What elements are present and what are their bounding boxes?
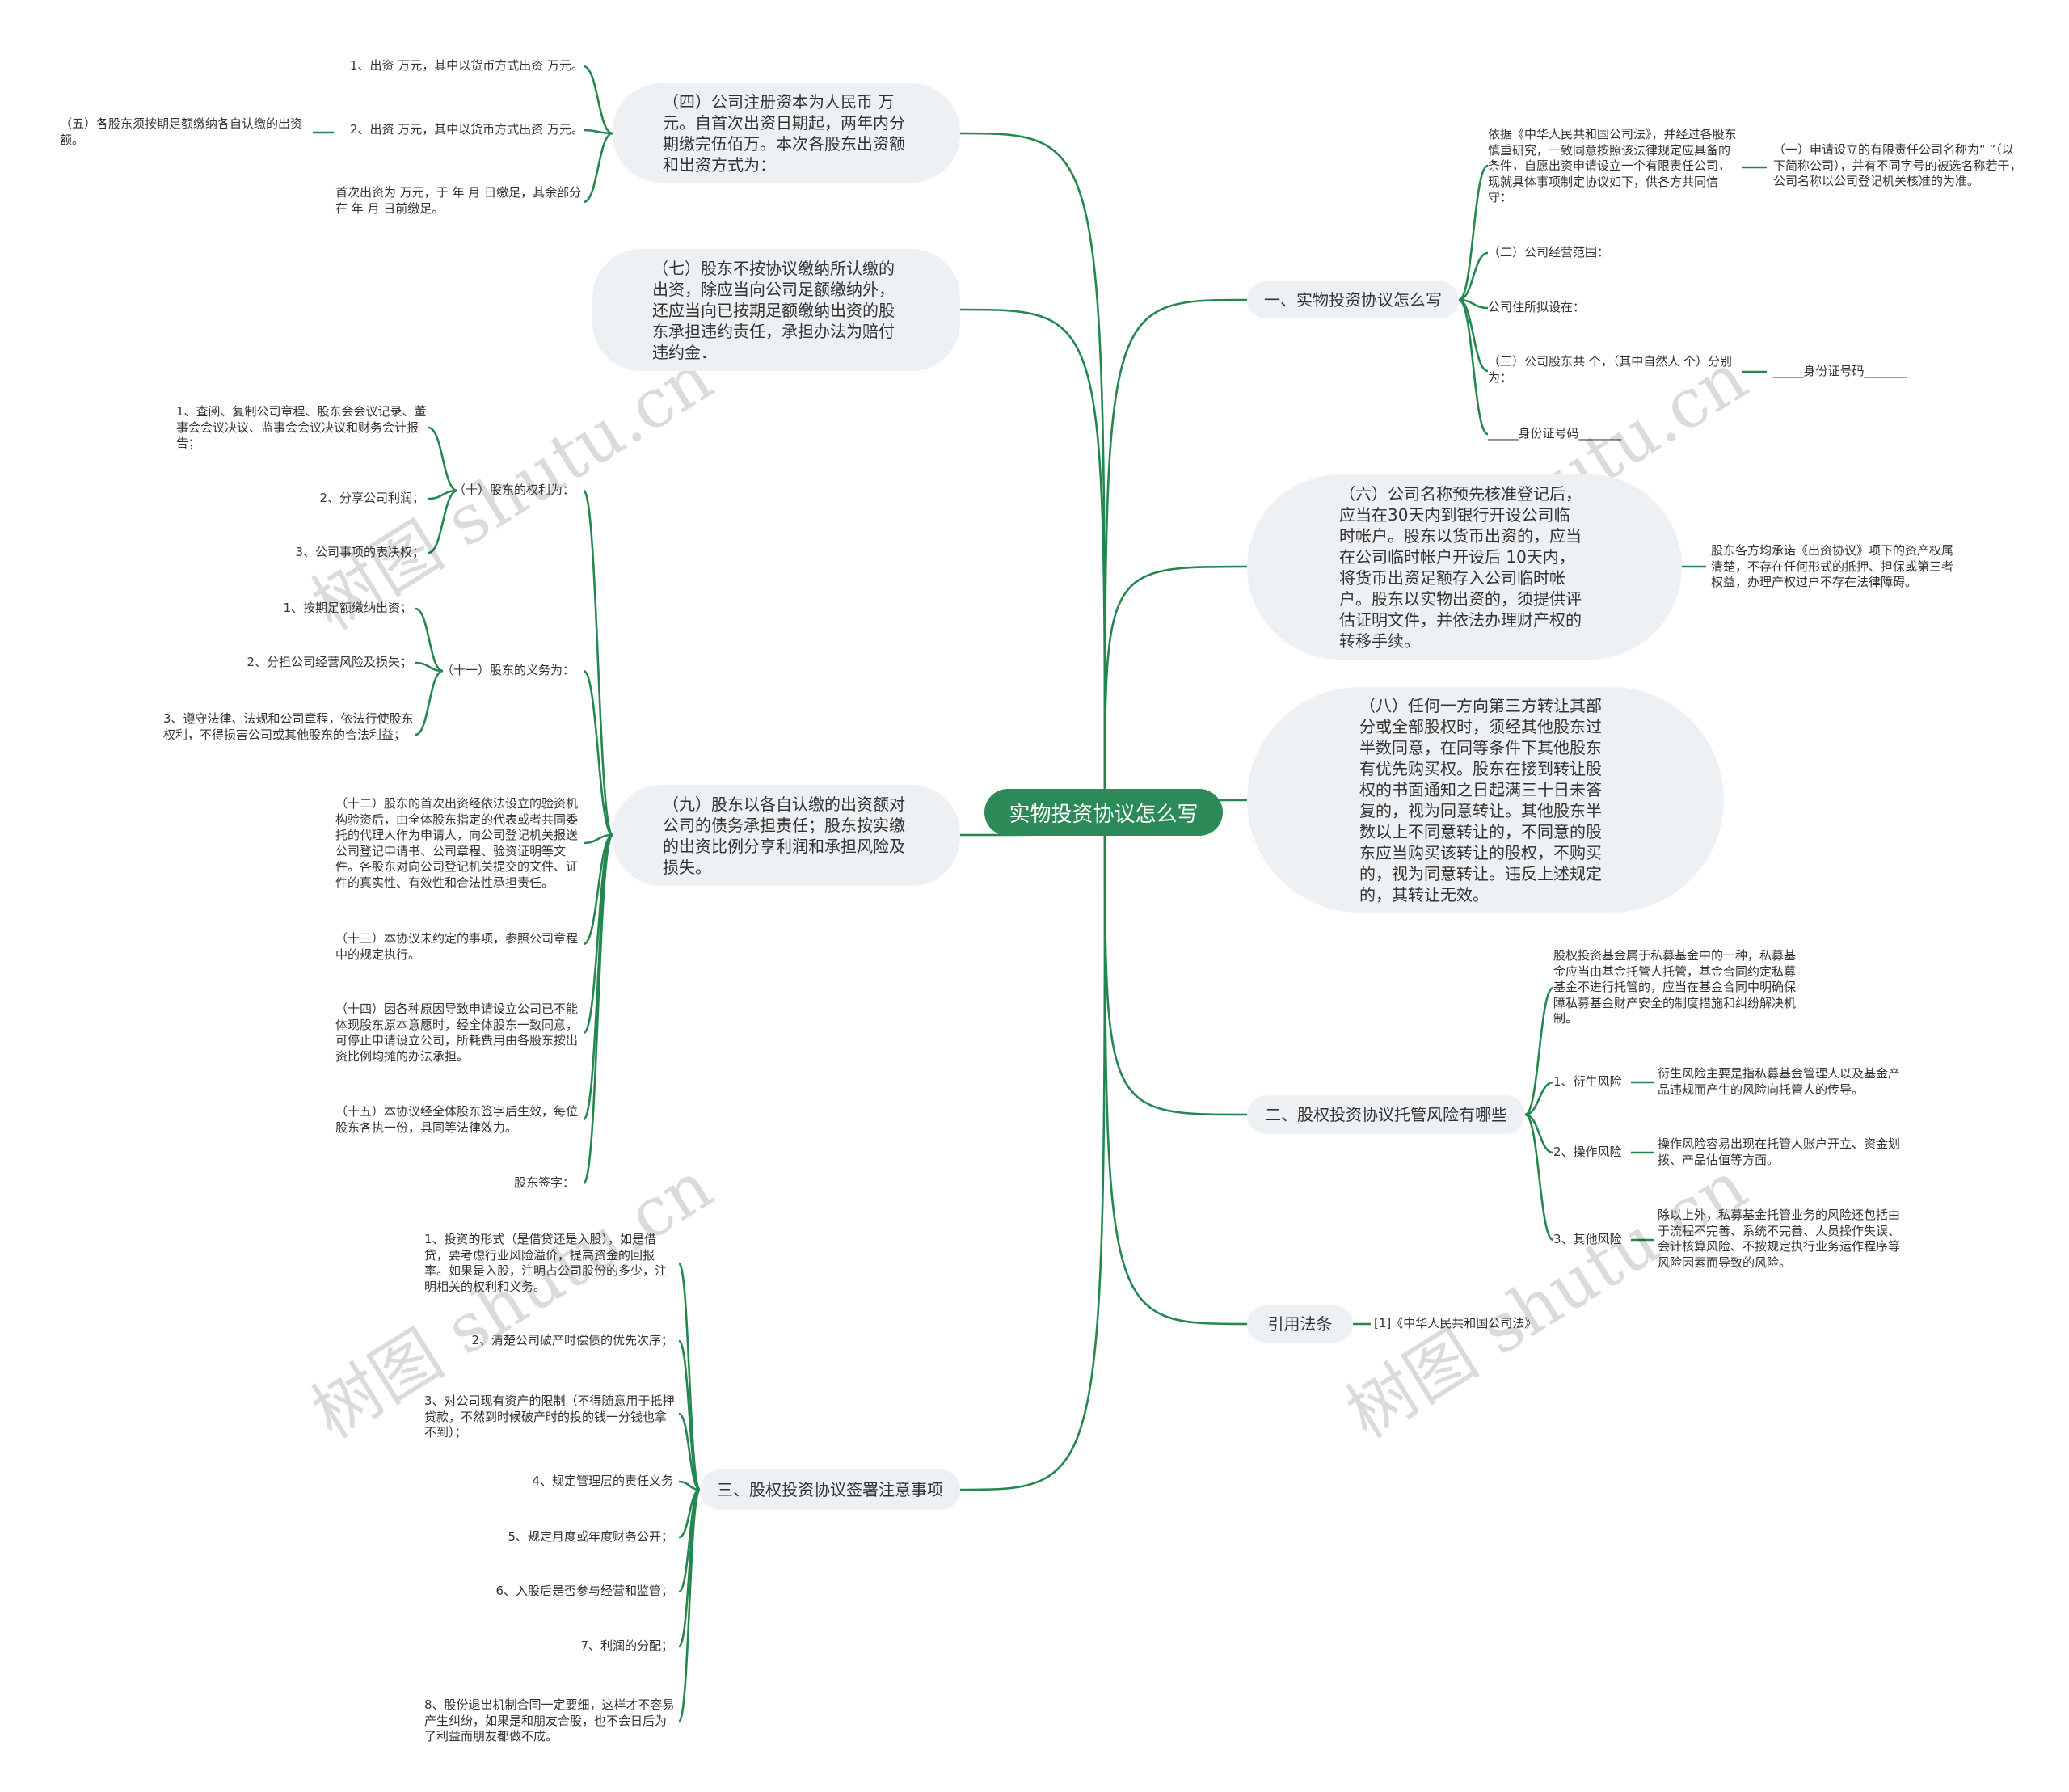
leaf-company-law[interactable]: [1]《中华人民共和国公司法》 (1374, 1316, 1537, 1330)
node-label: 一、实物投资协议怎么写 (1264, 290, 1442, 310)
leaf-note-3[interactable]: 3、对公司现有资产的限制（不得随意用于抵押贷款，不然到时候破产时的投的钱一分钱也… (424, 1394, 675, 1440)
connector (428, 489, 458, 554)
leaf-note-1[interactable]: 1、投资的形式（是借贷还是入股），如是借贷，要考虑行业风险溢价，提高资金的回报率… (424, 1232, 668, 1294)
node-label: （八）任何一方向第三方转让其部分或全部股权时，须经其他股东过半数同意，在同等条件… (1359, 695, 1602, 904)
node-custody-risks[interactable]: 二、股权投资协议托管风险有哪些 (1247, 1095, 1525, 1134)
connector (678, 1412, 701, 1491)
leaf-address[interactable]: 公司住所拟设在： (1488, 300, 1586, 314)
leaf-clause-13[interactable]: （十三）本协议未约定的事项，参照公司章程中的规定执行。 (335, 931, 579, 962)
root-node[interactable]: 实物投资协议怎么写 (984, 789, 1223, 836)
connector (1524, 986, 1554, 1116)
leaf-risk-derivative-desc[interactable]: 衍生风险主要是指私募基金管理人以及基金产品违规而产生的风险向托管人的传导。 (1658, 1066, 1901, 1097)
connector (428, 426, 458, 492)
connector (677, 1339, 702, 1491)
node-label: 三、股权投资协议签署注意事项 (717, 1480, 943, 1499)
connector (415, 661, 444, 673)
node-clause-9[interactable]: （九）股东以各自认缴的出资额对公司的债务承担责任；股东按实缴的出资比例分享利润和… (613, 785, 960, 886)
leaf-clause-12[interactable]: （十二）股东的首次出资经依法设立的验资机构验资后，由全体股东指定的代表或者共同委… (335, 796, 579, 890)
leaf-note-2[interactable]: 2、清楚公司破产时偿债的优先次序； (471, 1333, 673, 1347)
leaf-capital-2[interactable]: 2、出资 万元，其中以货币方式出资 万元。 (349, 122, 584, 137)
connector (1103, 565, 1248, 813)
connector (1103, 812, 1248, 1116)
connector (959, 812, 1106, 1491)
node-label: （七）股东不按协议缴纳所认缴的出资，除应当向公司足额缴纳外，还应当向已按期足额缴… (652, 258, 895, 362)
connector (582, 833, 614, 1121)
connector (582, 489, 614, 837)
connector (1524, 1081, 1554, 1116)
leaf-note-7[interactable]: 7、利润的分配； (580, 1638, 673, 1653)
leaf-clause-15[interactable]: （十五）本协议经全体股东签字后生效，每位股东各执一份，具同等法律效力。 (335, 1104, 579, 1135)
node-signing-notes[interactable]: 三、股权投资协议签署注意事项 (700, 1469, 960, 1510)
leaf-basis[interactable]: 依据《中华人民共和国公司法》，并经过各股东慎重研究，一致同意按照该法律规定应具备… (1488, 127, 1737, 204)
leaf-right-3[interactable]: 3、公司事项的表决权； (295, 545, 424, 559)
leaf-risk-operation-desc[interactable]: 操作风险容易出现在托管人账户开立、资金划拨、产品估值等方面。 (1658, 1136, 1901, 1167)
connector (1458, 164, 1489, 301)
connector (583, 65, 613, 135)
leaf-clause-5[interactable]: （五）各股东须按期足额缴纳各自认缴的出资额。 (60, 116, 303, 147)
connector (1458, 251, 1489, 301)
leaf-business-scope[interactable]: （二）公司经营范围： (1488, 245, 1610, 259)
leaf-capital-1[interactable]: 1、出资 万元，其中以货币方式出资 万元。 (349, 58, 584, 73)
leaf-signature[interactable]: 股东签字： (513, 1175, 575, 1190)
leaf-clause-14[interactable]: （十四）因各种原因导致申请设立公司已不能体现股东原本意愿时，经全体股东一致同意，… (335, 1001, 579, 1064)
connector (583, 669, 613, 837)
leaf-duty-2[interactable]: 2、分担公司经营风险及损失； (247, 655, 412, 669)
leaf-shareholders[interactable]: （三）公司股东共 个，（其中自然人 个）分别为： (1488, 354, 1733, 385)
connector (959, 132, 1106, 813)
leaf-company-name[interactable]: （一）申请设立的有限责任公司名称为“ ”（以下简称公司），并有不同字号的被选名称… (1773, 142, 2022, 188)
connector (583, 833, 613, 946)
connector (1458, 298, 1489, 436)
leaf-id-number[interactable]: _____身份证号码_______ (1773, 364, 1907, 378)
leaf-note-5[interactable]: 5、规定月度或年度财务公开； (508, 1529, 673, 1544)
leaf-fund-intro[interactable]: 股权投资基金属于私募基金中的一种，私募基金应当由基金托管人托管，基金合同约定私募… (1553, 948, 1797, 1026)
leaf-risk-derivative[interactable]: 1、衍生风险 (1553, 1074, 1622, 1089)
node-clause-6[interactable]: （六）公司名称预先核准登记后，应当在30天内到银行开设公司临时帐户。股东以货币出… (1247, 474, 1682, 660)
leaf-right-2[interactable]: 2、分享公司利润； (319, 491, 424, 505)
connector (1103, 298, 1248, 813)
leaf-risk-other-desc[interactable]: 除以上外，私募基金托管业务的风险还包括由于流程不完善、系统不完善、人员操作失误、… (1658, 1208, 1901, 1270)
leaf-shareholder-duties[interactable]: （十一）股东的义务为： (440, 663, 575, 677)
leaf-asset-commitment[interactable]: 股东各方均承诺《出资协议》项下的资产权属清楚，不存在任何形式的抵押、担保或第三者… (1711, 543, 1954, 589)
leaf-risk-other[interactable]: 3、其他风险 (1553, 1232, 1622, 1246)
node-references[interactable]: 引用法条 (1247, 1305, 1353, 1343)
leaf-duty-3[interactable]: 3、遵守法律、法规和公司章程，依法行使股东权利，不得损害公司或其他股东的合法利益… (163, 711, 414, 742)
leaf-id-number-2[interactable]: _____身份证号码_______ (1488, 426, 1622, 441)
connector (583, 833, 613, 845)
connector (1103, 812, 1248, 1326)
connector (415, 607, 444, 673)
leaf-note-6[interactable]: 6、入股后是否参与经营和监管； (495, 1583, 673, 1598)
node-how-to-write[interactable]: 一、实物投资协议怎么写 (1247, 281, 1459, 318)
connector (677, 1488, 702, 1723)
connector (1524, 1113, 1554, 1242)
leaf-risk-operation[interactable]: 2、操作风险 (1553, 1145, 1622, 1159)
connector (415, 669, 444, 736)
connector (959, 308, 1106, 813)
connector (1524, 1113, 1554, 1154)
leaf-duty-1[interactable]: 1、按期足额缴纳出资； (283, 601, 412, 615)
leaf-shareholder-rights[interactable]: （十）股东的权利为： (453, 483, 575, 497)
node-clause-8[interactable]: （八）任何一方向第三方转让其部分或全部股权时，须经其他股东过半数同意，在同等条件… (1247, 687, 1724, 913)
node-label: （六）公司名称预先核准登记后，应当在30天内到银行开设公司临时帐户。股东以货币出… (1339, 483, 1582, 651)
connector (583, 129, 613, 135)
connector (582, 833, 614, 1185)
leaf-right-1[interactable]: 1、查阅、复制公司章程、股东会会议记录、董事会会议决议、监事会会议决议和财务会计… (176, 404, 427, 450)
leaf-note-4[interactable]: 4、规定管理层的责任义务 (532, 1474, 673, 1488)
node-label: 二、股权投资协议托管风险有哪些 (1265, 1105, 1507, 1124)
node-label: 引用法条 (1267, 1314, 1333, 1334)
leaf-capital-first[interactable]: 首次出资为 万元，于 年 月 日缴足，其余部分在 年 月 日前缴足。 (335, 185, 582, 216)
node-clause-7[interactable]: （七）股东不按协议缴纳所认缴的出资，除应当向公司足额缴纳外，还应当向已按期足额缴… (592, 249, 960, 371)
node-label: （四）公司注册资本为人民币 万元。自首次出资日期起，两年内分 期缴完伍佰万。本次… (663, 91, 905, 175)
connector (583, 132, 613, 204)
node-registered-capital[interactable]: （四）公司注册资本为人民币 万元。自首次出资日期起，两年内分 期缴完伍佰万。本次… (613, 83, 960, 183)
node-label: （九）股东以各自认缴的出资额对公司的债务承担责任；股东按实缴的出资比例分享利润和… (663, 794, 905, 877)
leaf-note-8[interactable]: 8、股份退出机制合同一定要细，这样才不容易产生纠纷，如果是和朋友合股，也不会日后… (424, 1697, 675, 1744)
